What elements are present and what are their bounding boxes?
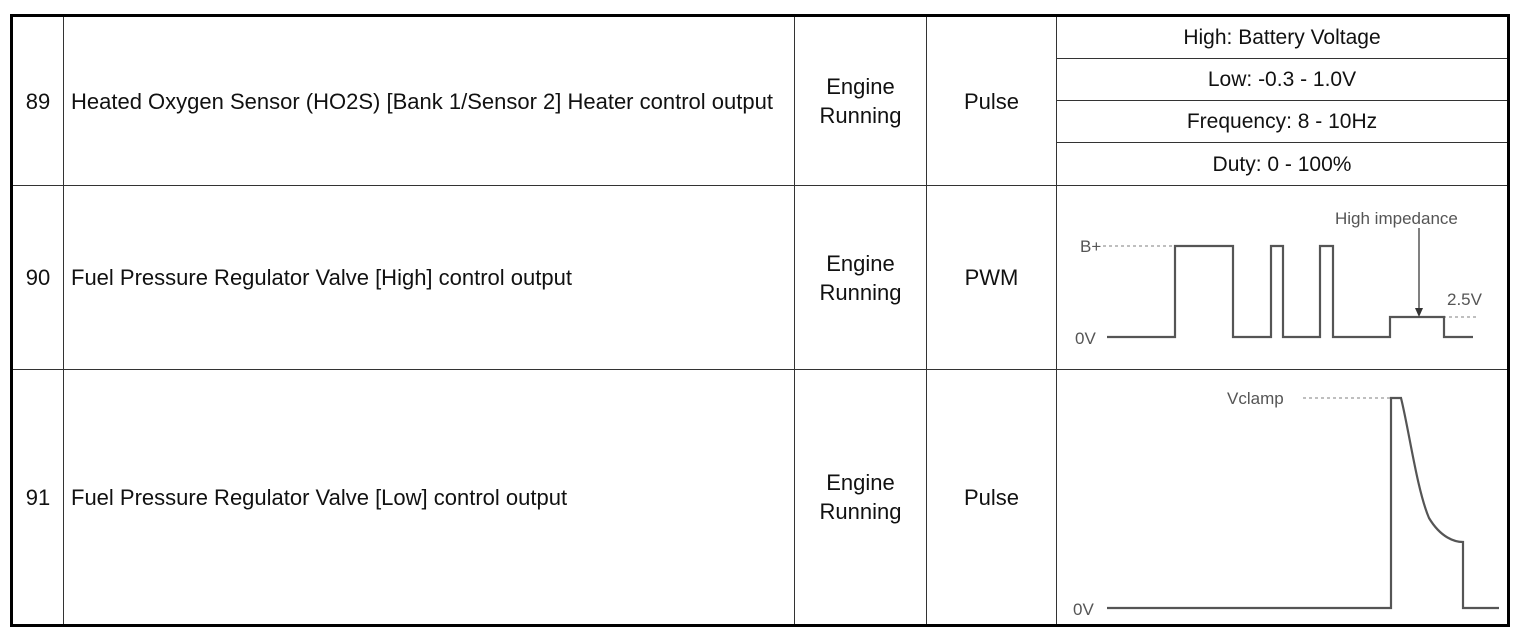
impedance-arrow-head <box>1415 308 1423 317</box>
signal-name: Fuel Pressure Regulator Valve [High] con… <box>64 186 795 369</box>
high-impedance-label: High impedance <box>1335 209 1458 228</box>
spec-duty: Duty: 0 - 100% <box>1212 152 1352 176</box>
pulse-waveform: Vclamp 0V <box>1057 370 1507 624</box>
signal-table: 89 Heated Oxygen Sensor (HO2S) [Bank 1/S… <box>10 14 1510 627</box>
condition: Engine Running <box>795 370 927 624</box>
pwm-waveform-diagram: B+ 0V High impedance 2.5V <box>1075 209 1483 348</box>
signal-type: Pulse <box>927 17 1057 185</box>
spec-list: High: Battery Voltage Low: -0.3 - 1.0V F… <box>1057 17 1507 185</box>
table-row-91: 91 Fuel Pressure Regulator Valve [Low] c… <box>13 370 1507 624</box>
zero-volt-label: 0V <box>1075 329 1096 348</box>
table-row-90: 90 Fuel Pressure Regulator Valve [High] … <box>13 186 1507 370</box>
pin-number: 91 <box>13 370 64 624</box>
zero-volt-label: 0V <box>1073 600 1094 619</box>
signal-type: PWM <box>927 186 1057 369</box>
spec-high: High: Battery Voltage <box>1057 17 1507 59</box>
vclamp-label: Vclamp <box>1227 389 1284 408</box>
spec-low: Low: -0.3 - 1.0V <box>1057 59 1507 101</box>
condition: Engine Running <box>795 17 927 185</box>
pwm-waveform: B+ 0V High impedance 2.5V <box>1057 186 1507 369</box>
table-row-89: 89 Heated Oxygen Sensor (HO2S) [Bank 1/S… <box>13 17 1507 186</box>
b-plus-label: B+ <box>1080 237 1101 256</box>
pin-number: 89 <box>13 17 64 185</box>
signal-type: Pulse <box>927 370 1057 624</box>
pwm-trace <box>1107 244 1473 339</box>
spec-frequency: Frequency: 8 - 10Hz <box>1057 101 1507 143</box>
signal-name: Fuel Pressure Regulator Valve [Low] cont… <box>64 370 795 624</box>
mid-voltage-label: 2.5V <box>1447 290 1483 309</box>
pin-number: 90 <box>13 186 64 369</box>
pulse-trace <box>1107 396 1499 610</box>
signal-name: Heated Oxygen Sensor (HO2S) [Bank 1/Sens… <box>64 17 795 185</box>
pulse-waveform-diagram: Vclamp 0V <box>1073 389 1499 619</box>
condition: Engine Running <box>795 186 927 369</box>
